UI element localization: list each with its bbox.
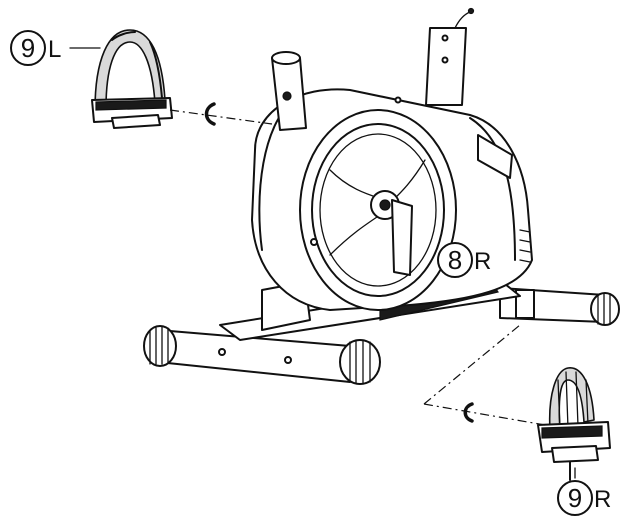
callout-9l-suffix: L (48, 36, 61, 63)
left-pedal (91, 29, 173, 129)
assembly-guide-right (423, 324, 546, 426)
callout-8r: 8 R (437, 242, 491, 278)
assembly-guide-left (169, 109, 273, 125)
callout-9r-number: 9 (568, 483, 582, 513)
callout-9r-suffix: R (594, 486, 611, 513)
callout-8r-number: 8 (448, 245, 462, 275)
c-clip-left (204, 102, 216, 126)
callout-9l: 9 L (10, 30, 61, 66)
callout-9l-number: 9 (21, 33, 35, 63)
rear-stabilizer (143, 325, 381, 385)
right-pedal (537, 367, 611, 481)
callout-9r: 9 R (557, 480, 611, 516)
c-clip-right (463, 402, 474, 423)
callout-8r-suffix: R (474, 248, 491, 275)
seat-post-tube (271, 51, 307, 131)
handlebar-mast (425, 7, 475, 106)
front-stabilizer (499, 287, 620, 326)
